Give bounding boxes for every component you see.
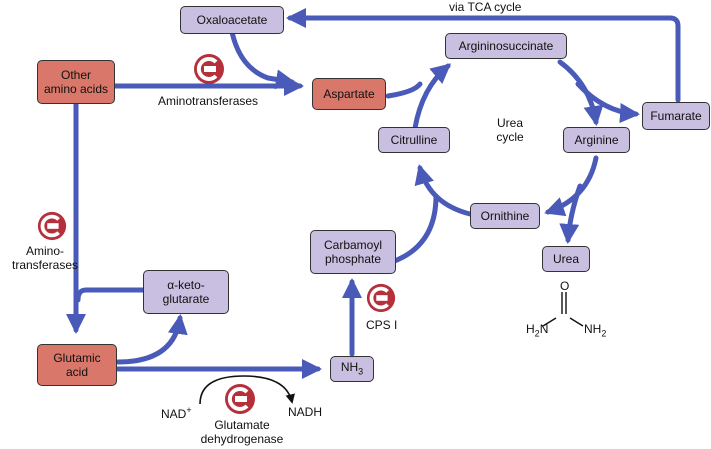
urea-nh-subscript: 2	[601, 328, 607, 339]
label-line1: Glutamate	[214, 418, 270, 432]
node-alpha-ketoglutarate: α-keto- glutarate	[143, 270, 229, 314]
urea-nh2-right: NH2	[584, 322, 606, 340]
node-other-amino-acids: Other amino acids	[37, 60, 115, 104]
node-label-line1: Glutamic	[53, 351, 101, 365]
urea-structure-bonds	[542, 292, 584, 327]
label-line2: cycle	[496, 130, 524, 144]
urea-n: N	[539, 322, 549, 336]
urea-oxygen: O	[560, 279, 570, 293]
node-label: Aspartate	[323, 87, 375, 101]
label-line1: Urea	[496, 116, 523, 130]
carbamoyl-to-cycle-arrow	[389, 193, 439, 265]
label-urea-cycle: Urea cycle	[486, 116, 534, 144]
nh3-base: NH	[340, 359, 359, 374]
node-label-line2: amino acids	[43, 82, 109, 96]
node-fumarate: Fumarate	[642, 102, 710, 130]
node-aspartate: Aspartate	[312, 78, 386, 110]
node-label: Argininosuccinate	[458, 39, 554, 53]
node-glutamic-acid: Glutamic acid	[37, 344, 117, 386]
argininosuccinate-to-fumarate-arrow	[575, 81, 640, 123]
enzyme-icon-gdh	[223, 382, 257, 421]
cycle-citrulline-to-argininosuccinate	[412, 63, 452, 131]
label-aminotransferases-left: Amino- transferases	[10, 244, 80, 272]
nh3-subscript: 3	[358, 366, 364, 377]
enzyme-icon-left	[36, 210, 68, 247]
node-label-line2: phosphate	[324, 252, 382, 266]
node-label-line1: α-keto-	[167, 278, 205, 292]
enzyme-icon-top	[192, 52, 226, 91]
node-label: Citrulline	[390, 133, 438, 147]
label-cps-i: CPS I	[366, 318, 398, 332]
nad-superscript: +	[186, 405, 192, 415]
label-via-tca-cycle: via TCA cycle	[449, 0, 522, 14]
label-line2: dehydrogenase	[200, 432, 284, 446]
node-nh3: NH3	[330, 356, 374, 382]
arginine-to-urea-arrow	[559, 183, 583, 244]
label-nad-plus: NAD+	[161, 403, 192, 421]
node-label: NH3	[341, 360, 363, 378]
aspartate-to-cycle-arrow	[385, 81, 423, 99]
node-oxaloacetate: Oxaloacetate	[180, 6, 284, 34]
node-label-line2: glutarate	[162, 292, 210, 306]
node-label: Fumarate	[650, 109, 702, 123]
nad-to-nadh-arrow	[199, 375, 295, 405]
node-argininosuccinate: Argininosuccinate	[445, 33, 567, 59]
urea-h2n-left: H2N	[526, 322, 548, 340]
node-label: Oxaloacetate	[196, 13, 268, 27]
urea-nh: NH	[584, 322, 602, 336]
glutamate-to-ketoglutarate-arrow	[115, 314, 188, 365]
oxaloacetate-to-aspartate-arrow	[229, 29, 296, 90]
node-label: Urea	[552, 252, 579, 266]
enzyme-icon-cps	[365, 282, 397, 319]
node-label: Arginine	[574, 133, 619, 147]
ketoglutarate-loop-arrow	[75, 287, 146, 303]
node-arginine: Arginine	[563, 127, 630, 153]
label-nadh: NADH	[288, 405, 323, 419]
urea-h: H	[526, 322, 535, 336]
tca-arrow	[286, 8, 681, 103]
cycle-ornithine-to-citrulline	[414, 164, 473, 217]
node-carbamoyl-phosphate: Carbamoyl phosphate	[310, 230, 396, 274]
label-line1: Amino-	[25, 244, 64, 258]
label-glutamate-dehydrogenase: Glutamate dehydrogenase	[186, 418, 298, 446]
node-label: Ornithine	[480, 209, 530, 223]
node-urea: Urea	[542, 246, 590, 272]
urea-h-subscript: 2	[534, 328, 540, 339]
node-label-line2: acid	[65, 365, 88, 379]
label-line2: transferases	[11, 258, 79, 272]
cycle-argininosuccinate-to-arginine	[557, 59, 604, 126]
node-label-line1: Other	[60, 68, 91, 82]
node-ornithine: Ornithine	[470, 203, 540, 229]
nad-base: NAD	[161, 407, 187, 421]
node-label-line1: Carbamoyl	[323, 238, 383, 252]
node-citrulline: Citrulline	[378, 127, 450, 153]
label-aminotransferases-top: Aminotransferases	[158, 94, 259, 108]
